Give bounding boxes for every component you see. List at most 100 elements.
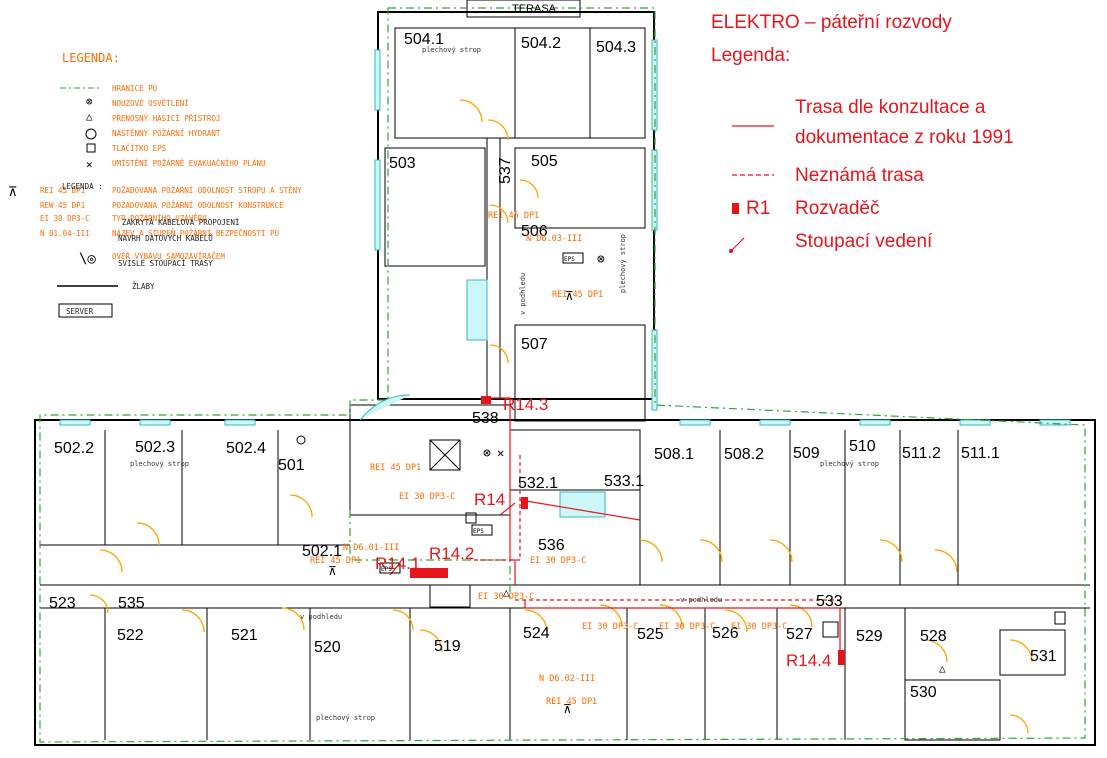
legend-item: TLAČÍTKO EPS <box>112 144 167 153</box>
zone-label: N D6.03-III <box>526 234 582 244</box>
legend-item: NÁZEV A STUPEŇ POŽÁRNÍ BEZPEČNOSTI PÚ <box>112 229 279 238</box>
room-number: 508.1 <box>654 446 694 463</box>
ceiling-note: v podhledu <box>680 596 722 604</box>
overlay-legend-item: SVISLÉ STOUPACÍ TRASY <box>118 259 213 268</box>
legend-item: POŽADOVANÁ POŽÁRNÍ ODOLNOST KONSTRUKCE <box>112 201 284 210</box>
door-rating-label: EI 30 DP3-C <box>582 622 638 632</box>
switchboard-r14-1-r14-2 <box>410 568 448 578</box>
legend-item: TYP POŽÁRNÍHO UZÁVĚRU <box>112 214 207 223</box>
eps-label: EPS <box>381 566 392 573</box>
eps-button-icon <box>379 562 401 574</box>
left-legend: LEGENDA: ⊗ △ ✕ ⊼ \◎ HRANICE PÚ NOUZOVÉ O… <box>8 51 302 318</box>
eps-button-icon <box>465 512 477 524</box>
room-number: 521 <box>231 627 258 644</box>
door-rating-label: REI 45 DP1 <box>488 211 539 221</box>
rating-label: REI 45 DP1 <box>370 463 421 473</box>
rating-label: REI 45 DP1 <box>552 290 603 300</box>
room-number: 511.2 <box>902 445 941 462</box>
marker-icon: ⊼ <box>563 702 572 716</box>
extinguisher-icon: △ <box>86 110 93 123</box>
switchboard-symbol <box>732 203 739 214</box>
extinguisher-icon: △ <box>939 662 946 675</box>
door-rating-label: EI 30 DP3-C <box>659 622 715 632</box>
legend-right-title: ELEKTRO – páteřní rozvody <box>711 12 952 33</box>
ceiling-note: v podhledu <box>519 273 527 315</box>
room-number: 505 <box>531 153 558 170</box>
ceiling-note: plechový strop <box>619 234 627 293</box>
ceiling-note: plechový strop <box>820 460 879 468</box>
legend-marker-icon: ⊼ <box>8 185 18 200</box>
switchboard-label: R14 <box>474 490 505 509</box>
doors <box>89 99 1033 734</box>
evac-plan-icon: ✕ <box>497 446 504 460</box>
zone-label: N D6.01-III <box>343 543 399 553</box>
riser-arrow <box>499 502 516 516</box>
ceiling-note: plechový strop <box>130 460 189 468</box>
room-number: 510 <box>849 438 876 455</box>
switchboard-r14 <box>521 497 528 509</box>
switchboard-label: R14.1 <box>375 554 420 573</box>
switchboards <box>410 396 845 665</box>
riser-symbol <box>731 237 745 251</box>
eps-button-icon <box>471 524 493 536</box>
ceiling-note: plechový strop <box>316 714 375 722</box>
room-number: 527 <box>786 626 813 643</box>
eps-label: EPS <box>564 256 575 263</box>
room-number: 533.1 <box>604 473 644 490</box>
room-number: 519 <box>434 638 461 655</box>
room-number: 508.2 <box>724 446 764 463</box>
right-legend: ELEKTRO – páteřní rozvody Legenda: Trasa… <box>711 12 1014 253</box>
plan-labels: TERASA 504.1 504.2 504.3 503 505 537 506… <box>49 3 1057 722</box>
room-number: 522 <box>117 627 144 644</box>
legend-switchboard-code: R1 <box>746 198 770 219</box>
overlay-legend-item: ZAKRYTÁ KABELOVÁ PROPOJENÍ <box>122 218 239 227</box>
legend-riser: Stoupací vedení <box>795 231 933 252</box>
legend-item: NÁSTĚNNÝ POŽÁRNÍ HYDRANT <box>112 129 221 138</box>
legend-right-subtitle: Legenda: <box>711 45 790 66</box>
room-number: 504.1 <box>404 31 444 48</box>
room-number: 526 <box>712 625 739 642</box>
room-number: 530 <box>910 684 937 701</box>
emergency-light-icon: ⊗ <box>597 252 605 267</box>
room-number: 506 <box>521 223 548 240</box>
room-number: 507 <box>521 336 548 353</box>
legend-route-known-a: Trasa dle konzultace a <box>795 97 986 118</box>
room-number: 531 <box>1030 648 1057 665</box>
server-label: SERVER <box>66 307 94 316</box>
hydrant-icon <box>85 128 97 140</box>
switchboard-r14-4 <box>838 650 845 665</box>
rating-label: REI 45 DP1 <box>310 556 361 566</box>
legend-switchboard: Rozvaděč <box>795 198 880 219</box>
room-number: 502.2 <box>54 440 94 457</box>
fire-compartment-border <box>39 7 1086 743</box>
switchboard-r14-3 <box>481 396 491 404</box>
extinguisher-icon: △ <box>503 586 510 599</box>
room-number: 528 <box>920 628 947 645</box>
legend-code: EI 30 DP3-C <box>40 214 90 223</box>
legend-item: OVĚŘ VÝBAVU SAMOZAVÍRAČEM <box>112 252 225 261</box>
ceiling-note: v podhledu <box>300 613 342 621</box>
room-number: 504.2 <box>521 35 561 52</box>
door-rating-label: EI 30 DP3-C <box>530 556 586 566</box>
hydrant-icon <box>1054 611 1066 625</box>
room-number: 509 <box>793 445 820 462</box>
legend-item: NOUZOVÉ OSVĚTLENÍ <box>112 99 189 108</box>
ceiling-note: plechový strop <box>422 46 481 54</box>
legend-title: LEGENDA: <box>62 51 120 65</box>
room-number: 529 <box>856 628 883 645</box>
legend-item: POŽADOVANÁ POŽÁRNÍ ODOLNOST STROPU A STĚ… <box>112 186 302 195</box>
cable-routes <box>389 397 841 660</box>
room-number: 533 <box>816 593 843 610</box>
trays-label: ŽLABY <box>132 282 155 291</box>
marker-icon: ⊼ <box>328 564 337 578</box>
legend-item: HRANICE PÚ <box>112 84 157 93</box>
room-number: 538 <box>472 410 499 427</box>
emergency-light-icon: ⊗ <box>483 446 491 461</box>
room-number: 537 <box>497 157 514 184</box>
legend-item: PŘENOSNÝ HASICÍ PŘÍSTROJ <box>112 114 220 123</box>
switchboard-label: R14.2 <box>429 544 474 563</box>
room-number: 501 <box>278 457 305 474</box>
switchboard-label: R14.4 <box>786 651 831 670</box>
door-rating-label: EI 30 DP3-C <box>478 592 534 602</box>
